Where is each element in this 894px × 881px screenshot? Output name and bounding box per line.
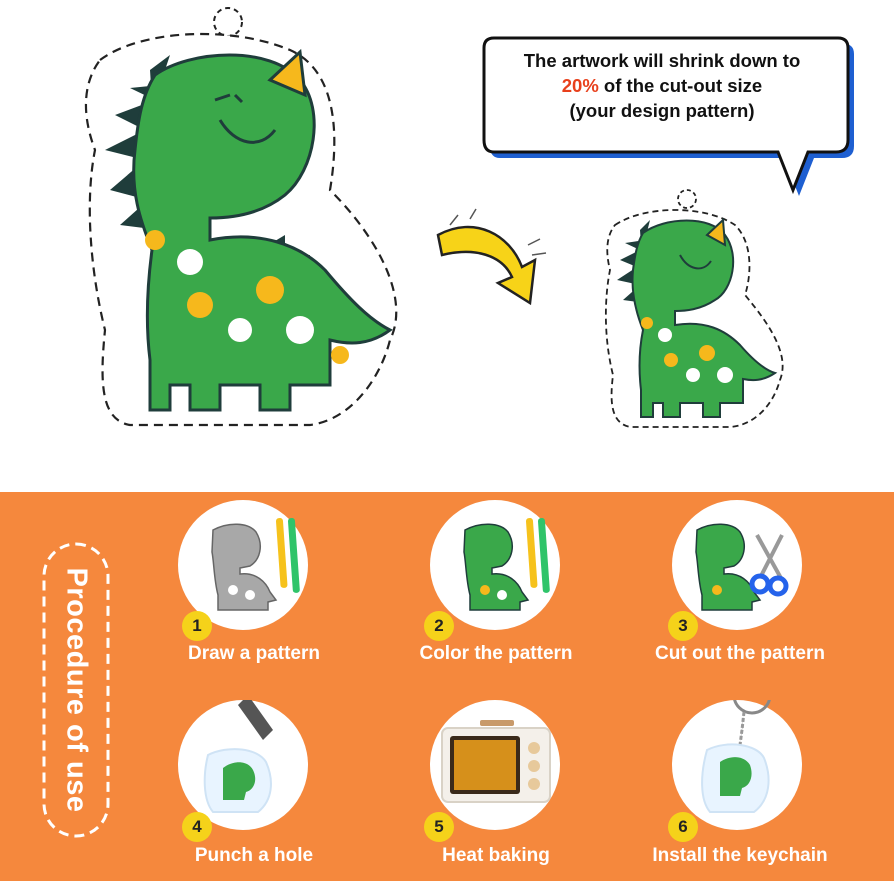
- speech-bubble: [482, 36, 854, 196]
- step-1-image: [178, 500, 308, 630]
- step-1-number: 1: [182, 611, 212, 641]
- callout-line3: (your design pattern): [569, 100, 755, 121]
- callout-line2-rest: of the cut-out size: [598, 75, 763, 96]
- step-6-number: 6: [668, 812, 698, 842]
- oven-icon: [441, 720, 551, 803]
- step-4-image: [178, 700, 308, 830]
- step-6-label: Install the keychain: [652, 845, 828, 866]
- keychain-icon: [701, 700, 771, 813]
- shrink-arrow-icon: [436, 208, 547, 306]
- callout-line2: 20% of the cut-out size: [482, 73, 842, 98]
- scissors-icon: [695, 523, 789, 611]
- step-6-image: [672, 700, 802, 830]
- step-2-image: [430, 500, 560, 630]
- step-3-number: 3: [668, 611, 698, 641]
- top-illustration-area: The artwork will shrink down to 20% of t…: [84, 7, 854, 428]
- procedure-label-frame: [42, 542, 110, 838]
- gray-dino-sketch-icon: [211, 518, 300, 611]
- step-4-number: 4: [182, 812, 212, 842]
- callout-text: The artwork will shrink down to 20% of t…: [482, 48, 842, 123]
- step-3-image: [672, 500, 802, 630]
- step-2-label: Color the pattern: [419, 643, 573, 664]
- colored-dino-icon: [463, 518, 550, 611]
- step-3-label: Cut out the pattern: [655, 643, 825, 664]
- procedure-label: Procedure of use: [60, 567, 93, 813]
- small-dino-illustration: [604, 189, 784, 428]
- step-5-number: 5: [424, 812, 454, 842]
- large-dino-illustration: [84, 7, 398, 427]
- step-5-label: Heat baking: [442, 845, 550, 866]
- step-5-image: [430, 700, 560, 830]
- hole-punch-icon: [203, 700, 273, 813]
- callout-highlight: 20%: [561, 75, 599, 96]
- step-4-label: Punch a hole: [194, 845, 314, 866]
- callout-line1: The artwork will shrink down to: [523, 50, 801, 71]
- step-1-label: Draw a pattern: [188, 643, 320, 664]
- step-2-number: 2: [424, 611, 454, 641]
